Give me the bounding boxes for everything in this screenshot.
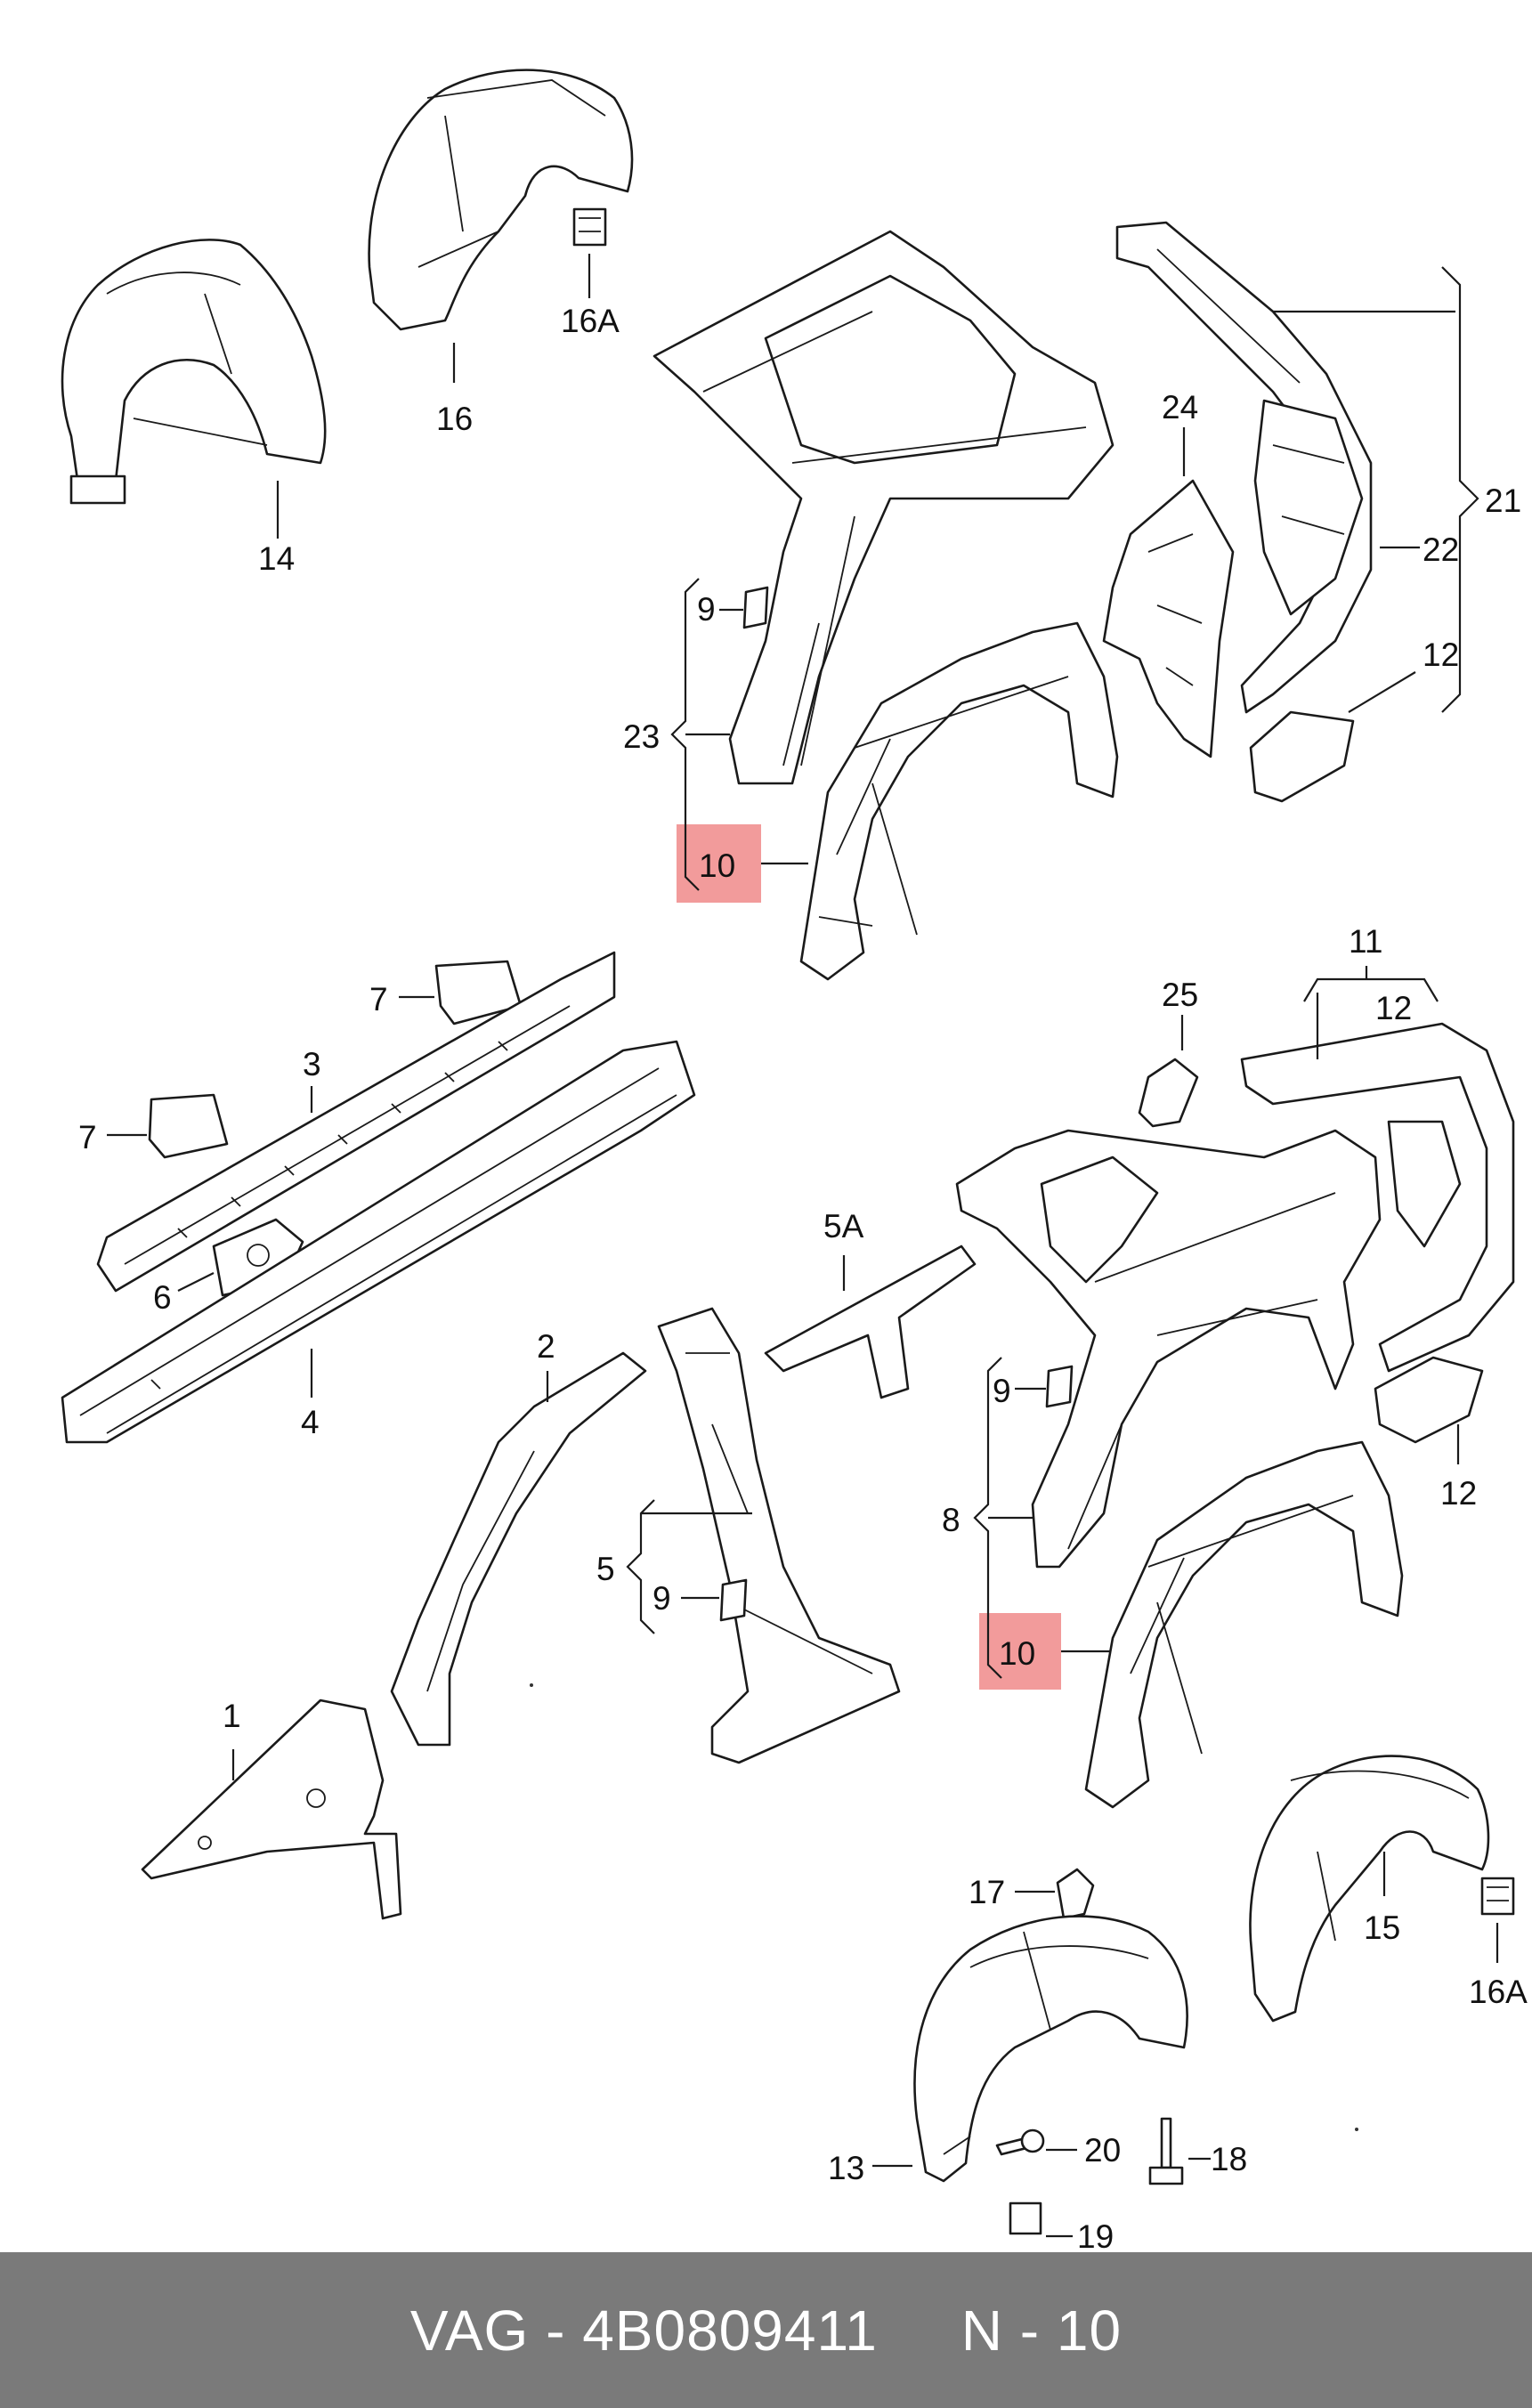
callout-25: 25: [1162, 977, 1198, 1013]
part-9-clip-top: [742, 586, 769, 629]
callout-21: 21: [1485, 482, 1521, 519]
callout-19: 19: [1077, 2218, 1114, 2252]
part-20-screw: [995, 2128, 1045, 2156]
callout-23: 23: [623, 718, 660, 755]
callout-7-left: 7: [78, 1119, 97, 1155]
callout-1: 1: [223, 1698, 241, 1734]
callout-16: 16: [436, 401, 473, 437]
bracket-21: [1273, 266, 1479, 713]
callout-6: 6: [153, 1279, 172, 1316]
leader-12-top: [1348, 671, 1416, 713]
callout-18: 18: [1211, 2141, 1247, 2177]
speck-1: [530, 1683, 533, 1687]
callout-12-right: 12: [1440, 1475, 1477, 1512]
part-25-plug: [1138, 1058, 1199, 1128]
callout-12-top: 12: [1423, 636, 1459, 673]
footer-part-number: 4B0809411: [582, 2298, 878, 2363]
part-3-sill-reinforcement: [96, 951, 616, 1293]
callout-20: 20: [1084, 2132, 1121, 2169]
callout-7-top: 7: [369, 981, 388, 1018]
part-7-bracket-left: [148, 1093, 229, 1159]
callout-9-top: 9: [697, 591, 716, 628]
bracket-5: [626, 1499, 752, 1634]
part-12-bracket-right: [1374, 1356, 1484, 1444]
part-4-sill-panel: [61, 1040, 696, 1444]
footer-bar: VAG - 4B0809411 N - 10: [0, 2252, 1532, 2408]
part-16A-clip-top: [572, 207, 607, 247]
callout-11: 11: [1349, 923, 1382, 960]
part-5-b-pillar: [657, 1307, 901, 1764]
footer-code: N - 10: [961, 2298, 1123, 2363]
footer-gap: [878, 2298, 961, 2363]
part-16-liner: [368, 69, 634, 331]
part-9-clip-right: [1045, 1365, 1074, 1408]
part-14-wheel-housing-liner: [61, 239, 327, 505]
footer-brand: VAG: [409, 2298, 530, 2363]
bracket-23: [670, 578, 730, 891]
bracket-8: [973, 1357, 1033, 1679]
bracket-11: [1303, 966, 1439, 1002]
part-22-side-rail: [1115, 221, 1373, 714]
part-5A-roof-bracket: [764, 1245, 977, 1399]
part-10-wheel-arch-bottom: [1084, 1440, 1404, 1809]
callout-10-top: 10: [699, 847, 735, 884]
part-17-plug: [1056, 1868, 1095, 1920]
footer-separator: -: [529, 2298, 583, 2363]
part-12-bracket-top: [1249, 710, 1355, 803]
leader-6: [177, 1272, 215, 1292]
part-10-wheel-arch-top: [799, 621, 1119, 981]
callout-13: 13: [828, 2150, 864, 2186]
callout-12-mid: 12: [1375, 990, 1412, 1026]
part-2-a-pillar: [390, 1351, 647, 1747]
part-9-clip-mid: [719, 1578, 748, 1622]
highlight-box-10-bottom: [979, 1613, 1061, 1690]
part-23-quarter-panel-inner: [653, 230, 1115, 785]
callout-16A-top: 16A: [561, 303, 620, 339]
callout-22: 22: [1423, 531, 1459, 568]
part-13-wheel-housing-liner: [913, 1915, 1188, 2183]
part-7-bracket-top: [434, 960, 523, 1026]
part-24-bracket: [1102, 479, 1235, 758]
callout-17: 17: [969, 1874, 1005, 1910]
part-8-quarter-panel-inner: [955, 1129, 1382, 1569]
callout-15: 15: [1364, 1909, 1400, 1946]
callout-9-mid: 9: [653, 1580, 671, 1617]
callout-14: 14: [258, 540, 295, 577]
callout-4: 4: [301, 1404, 320, 1440]
part-1-front-bracket: [141, 1699, 402, 1920]
callout-2: 2: [537, 1328, 555, 1365]
part-11-rail: [1240, 1022, 1515, 1373]
speck-2: [1355, 2128, 1358, 2131]
parts-diagram: 14 16 16A 24 21 22 12 9 23: [61, 69, 1528, 2252]
callout-5A: 5A: [823, 1208, 864, 1245]
part-19-nut-clip: [1009, 2201, 1042, 2235]
part-15-liner: [1249, 1755, 1490, 2023]
callout-24: 24: [1162, 389, 1198, 426]
highlight-box-10-top: [677, 824, 761, 903]
part-16A-clip-bottom: [1480, 1877, 1515, 1916]
callout-10-bottom: 10: [999, 1635, 1035, 1672]
callout-5: 5: [596, 1551, 615, 1587]
callout-16A-bottom: 16A: [1469, 1974, 1528, 2010]
callout-9-right: 9: [993, 1373, 1011, 1409]
callout-3: 3: [303, 1046, 321, 1082]
part-18-bolt: [1148, 2117, 1184, 2185]
callout-8: 8: [942, 1502, 961, 1538]
